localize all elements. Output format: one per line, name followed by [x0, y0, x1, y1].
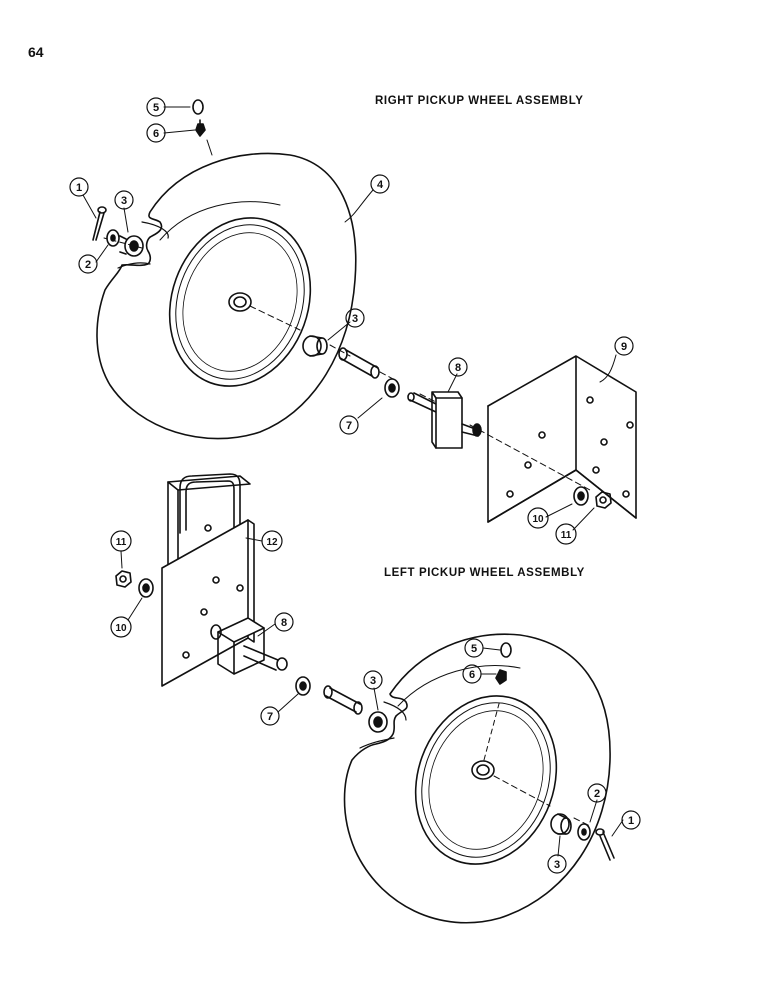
- right-cotter-pin: [92, 206, 107, 241]
- right-spacer-tube: [338, 347, 380, 379]
- right-leader-lines: [82, 106, 617, 531]
- left-washer-outer: [577, 823, 591, 841]
- callout-r9: 9: [621, 341, 627, 353]
- left-bushing-inner: [368, 711, 388, 733]
- left-grease-fitting: [495, 669, 507, 685]
- callout-l12: 12: [266, 537, 278, 548]
- right-washer-outer: [106, 229, 120, 247]
- callout-l3b: 3: [554, 859, 560, 871]
- left-leader-lines: [120, 537, 624, 857]
- callout-r5: 5: [153, 102, 159, 114]
- left-mounting-bracket: [161, 473, 255, 687]
- right-grease-cap: [192, 99, 204, 115]
- left-cotter-pin: [595, 828, 615, 861]
- callout-r1: 1: [76, 182, 82, 194]
- right-callouts: [69, 97, 634, 545]
- right-axis-extension: [103, 237, 143, 249]
- right-wheel-hub: [228, 292, 252, 312]
- left-washer-10: [138, 578, 154, 598]
- right-callout-labels: 5 6 1 3 4 2 3 8 9 7 10 11: [76, 102, 627, 541]
- callout-r7: 7: [346, 420, 352, 432]
- callout-l5: 5: [471, 643, 477, 655]
- right-bushing-right: [302, 335, 328, 357]
- callout-r2: 2: [85, 259, 91, 271]
- left-washer-7: [295, 676, 311, 696]
- callout-l7: 7: [267, 711, 273, 723]
- left-bushing-outer: [550, 813, 572, 835]
- left-nut-11: [115, 570, 132, 588]
- right-spindle: [407, 391, 482, 449]
- right-grease-fitting: [195, 119, 206, 137]
- callout-l10: 10: [115, 623, 127, 634]
- callout-r3b: 3: [352, 313, 358, 325]
- callout-l6: 6: [469, 669, 475, 681]
- callout-r10: 10: [532, 514, 544, 525]
- left-fitting-centerline: [483, 699, 501, 761]
- right-mounting-bracket: [487, 355, 637, 523]
- left-spacer-tube: [323, 685, 363, 715]
- left-wheel-tire: [343, 633, 611, 924]
- callout-l1: 1: [628, 815, 634, 827]
- page-number: 64: [28, 44, 44, 60]
- left-spindle: [210, 617, 288, 675]
- right-assembly-title: RIGHT PICKUP WHEEL ASSEMBLY: [375, 95, 584, 107]
- right-wheel-tire: [96, 152, 357, 440]
- callout-l11: 11: [116, 537, 127, 548]
- callout-r11: 11: [561, 530, 572, 541]
- right-nut-11: [595, 491, 612, 509]
- left-assembly-title: LEFT PICKUP WHEEL ASSEMBLY: [384, 567, 585, 579]
- callout-l8: 8: [281, 617, 287, 629]
- callout-r8: 8: [455, 362, 461, 374]
- right-wheel-rim: [168, 217, 312, 387]
- left-callouts: [110, 530, 641, 874]
- callout-r3a: 3: [121, 195, 127, 207]
- right-bushing-left: [119, 235, 144, 257]
- callout-r6: 6: [153, 128, 159, 140]
- right-washer-10: [573, 486, 589, 506]
- callout-r4: 4: [377, 179, 384, 191]
- left-wheel-hub: [471, 760, 495, 780]
- callout-l3a: 3: [370, 675, 376, 687]
- left-wheel-rim: [414, 695, 558, 865]
- left-grease-cap: [500, 642, 512, 658]
- callout-l2: 2: [594, 788, 600, 800]
- right-washer-7: [384, 378, 400, 398]
- left-callout-labels: 11 12 10 8 5 6 3 7 2 1 3: [115, 537, 634, 871]
